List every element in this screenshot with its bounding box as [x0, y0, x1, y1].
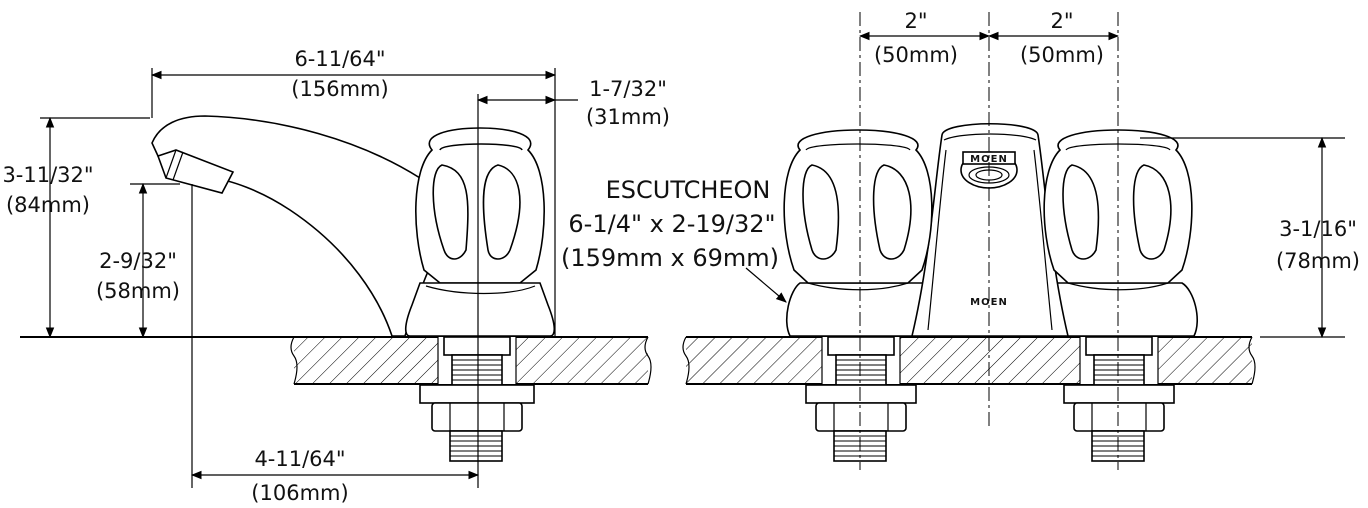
escutcheon-size-inch: 6-1/4" x 2-19/32": [568, 210, 775, 238]
aerator-height-mm: (58mm): [96, 279, 180, 303]
spout-height-mm: (84mm): [6, 193, 90, 217]
handle-height-mm: (78mm): [1276, 249, 1360, 273]
aerator-height-inch: 2-9/32": [99, 249, 177, 273]
right-center-inch: 2": [1050, 9, 1073, 33]
spout-height-inch: 3-11/32": [2, 163, 93, 187]
side-aerator: [156, 149, 235, 194]
outlet-center-inch: 4-11/64": [254, 447, 345, 471]
side-handle: [404, 127, 556, 337]
countertop-right: [682, 336, 1256, 385]
countertop-left: [20, 336, 652, 385]
front-spout: MOEN MOEN: [910, 122, 1070, 337]
left-center-mm: (50mm): [874, 43, 958, 67]
handle-offset-mm: (31mm): [586, 105, 670, 129]
left-center-inch: 2": [904, 9, 927, 33]
right-center-mm: (50mm): [1020, 43, 1104, 67]
spout-reach-inch: 6-11/64": [294, 47, 385, 71]
side-spout: [151, 115, 443, 337]
handle-offset-inch: 1-7/32": [589, 77, 667, 101]
outlet-center-mm: (106mm): [251, 481, 348, 505]
front-view: MOEN MOEN: [561, 9, 1360, 470]
front-handle-left: [783, 129, 933, 291]
spout-reach-mm: (156mm): [291, 77, 388, 101]
escutcheon-title: ESCUTCHEON: [606, 176, 771, 204]
side-shank: [419, 336, 535, 462]
aerator-brand-text: MOEN: [970, 154, 1008, 165]
escutcheon-size-mm: (159mm x 69mm): [561, 244, 779, 272]
side-view: 6-11/64" (156mm) 1-7/32" (31mm) 3-11/32"…: [2, 47, 670, 505]
body-brand-text: MOEN: [970, 297, 1008, 308]
handle-height-inch: 3-1/16": [1279, 217, 1357, 241]
